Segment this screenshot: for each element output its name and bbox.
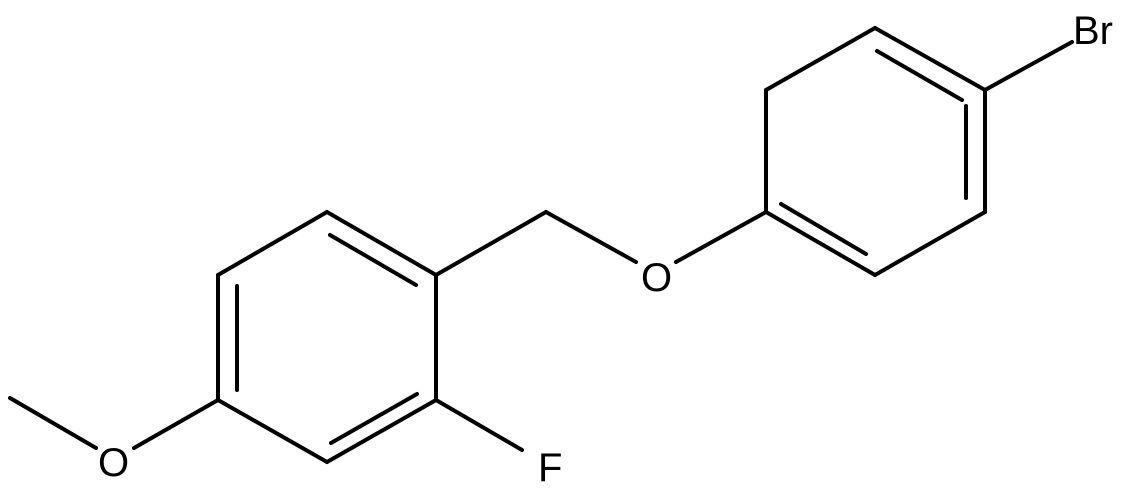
bond [764, 210, 877, 277]
bond [325, 398, 438, 464]
bond [873, 210, 987, 277]
bond [873, 26, 987, 92]
double-bond-inner [329, 392, 419, 445]
ether-oxygen-label: O [641, 256, 672, 300]
bond-o-aryl [674, 210, 768, 264]
bond-to-fluorine [434, 398, 524, 452]
bond-methoxy-methyl [8, 396, 98, 450]
bond [216, 398, 329, 464]
bromophenyl-ring [764, 26, 1074, 277]
bond [764, 26, 877, 92]
bromine-label: Br [1073, 9, 1113, 53]
bond-ch2-o [544, 210, 638, 264]
methoxy-oxygen-label: O [98, 441, 129, 485]
fluorine-label: F [538, 446, 562, 490]
fluoromethoxyphenyl-ring [8, 210, 524, 464]
bond-ring-ch2 [434, 210, 548, 277]
double-bond-inner [328, 233, 418, 287]
ether-bridge [434, 210, 768, 277]
double-bond-inner [779, 202, 868, 256]
bond [216, 210, 329, 277]
bond [325, 210, 438, 277]
bond-to-bromine [983, 40, 1074, 92]
double-bond-inner [875, 49, 964, 102]
bond-ring-methoxy-o [132, 398, 220, 450]
